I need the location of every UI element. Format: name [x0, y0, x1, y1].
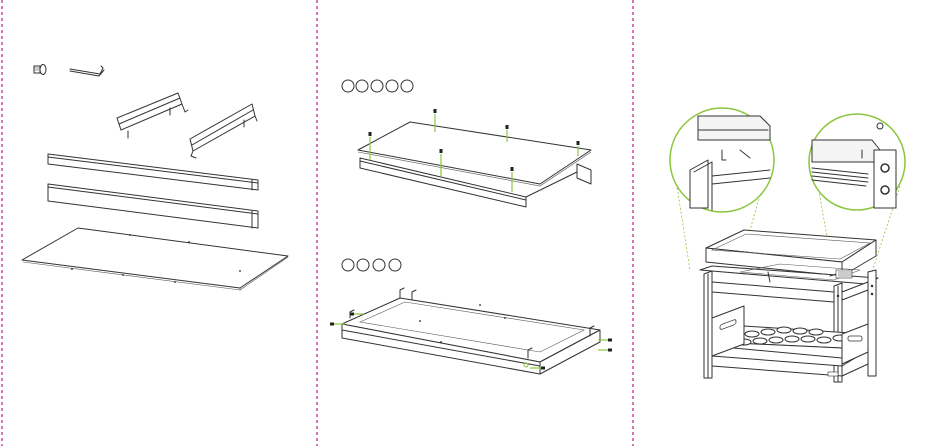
shelf-panel — [22, 228, 288, 290]
top-sheet — [358, 122, 591, 186]
step-circles-4 — [342, 259, 401, 271]
bottom-shelf-assembly-panel — [330, 259, 612, 374]
parts-overview-panel — [22, 65, 288, 291]
stand-illustration — [700, 230, 878, 382]
bottom-frame — [342, 288, 600, 374]
top-shelf-assembly-panel — [342, 80, 591, 207]
detail-callout-right — [809, 114, 905, 210]
finished-stand-panel — [670, 108, 905, 382]
side-bracket-left — [117, 93, 188, 138]
detail-callout-left — [670, 108, 774, 212]
side-bracket-right — [190, 104, 257, 158]
long-rail-front — [48, 154, 258, 190]
allen-key-icon — [70, 66, 104, 76]
long-rail-back — [48, 184, 258, 228]
screw-icon — [34, 65, 46, 75]
step-circles-5 — [342, 80, 413, 92]
